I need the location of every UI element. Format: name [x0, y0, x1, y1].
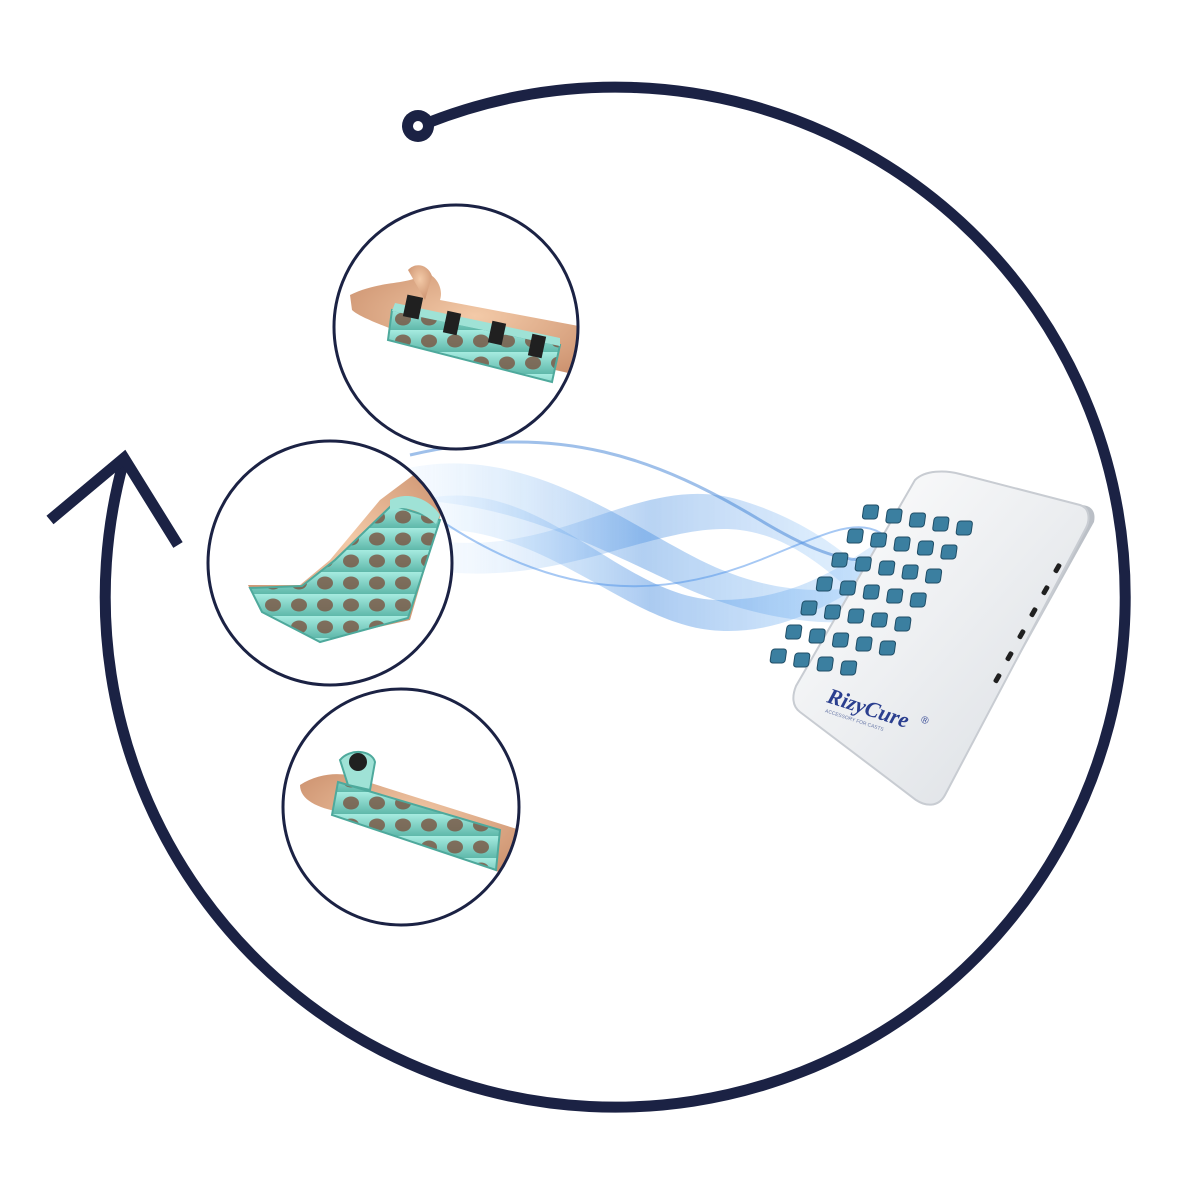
device-vent-slot	[816, 656, 834, 672]
device-vent-slot	[831, 552, 849, 568]
device-side-vents	[993, 563, 1062, 684]
device-vent-slot	[940, 544, 958, 560]
device-vent-slot	[893, 536, 911, 552]
device-vent-slot	[862, 584, 880, 600]
device-vent-slot	[878, 640, 897, 656]
device-vent-slot	[916, 540, 935, 556]
ring-start-dot-icon	[402, 110, 434, 142]
device-vent-slot	[785, 624, 803, 640]
device-vent-slot	[815, 576, 834, 592]
device-vent-slot	[894, 616, 912, 632]
device-vent-slot	[861, 504, 880, 520]
rizycure-device: RizyCure ® ACCESSORY FOR CASTS	[769, 470, 1095, 806]
device-vent-slot	[886, 588, 904, 604]
device-vent-slot	[885, 508, 903, 524]
vignette-wrist-splint	[332, 203, 580, 451]
device-vent-slot	[823, 604, 842, 620]
device-vent-slot	[878, 560, 896, 576]
device-vent-grid	[769, 504, 973, 676]
device-vent-slot	[800, 600, 818, 616]
device-vent-slot	[854, 556, 872, 572]
device-vent-slot	[831, 632, 850, 648]
device-vent-slot	[808, 628, 826, 644]
device-vent-slot	[955, 520, 973, 536]
device-vent-slot	[870, 532, 888, 548]
device-vent-slot	[909, 592, 927, 608]
circular-arrow-icon	[46, 81, 1131, 1113]
device-vent-slot	[924, 568, 943, 584]
device-vent-slot	[847, 608, 865, 624]
device-vent-slot	[908, 512, 927, 528]
device-vent-slot	[793, 652, 811, 668]
vignette-leg-cast	[206, 439, 454, 687]
device-vent-slot	[870, 612, 888, 628]
device-vent-slot	[855, 636, 873, 652]
device-vent-slot	[840, 660, 858, 676]
device-vent-slot	[901, 564, 919, 580]
device-vent-slot	[846, 528, 864, 544]
device-vent-slot	[769, 648, 787, 664]
vignette-forearm-cast	[281, 687, 521, 927]
device-vent-slot	[932, 516, 950, 532]
device-vent-slot	[839, 580, 857, 596]
device-registered-mark: ®	[919, 715, 930, 728]
